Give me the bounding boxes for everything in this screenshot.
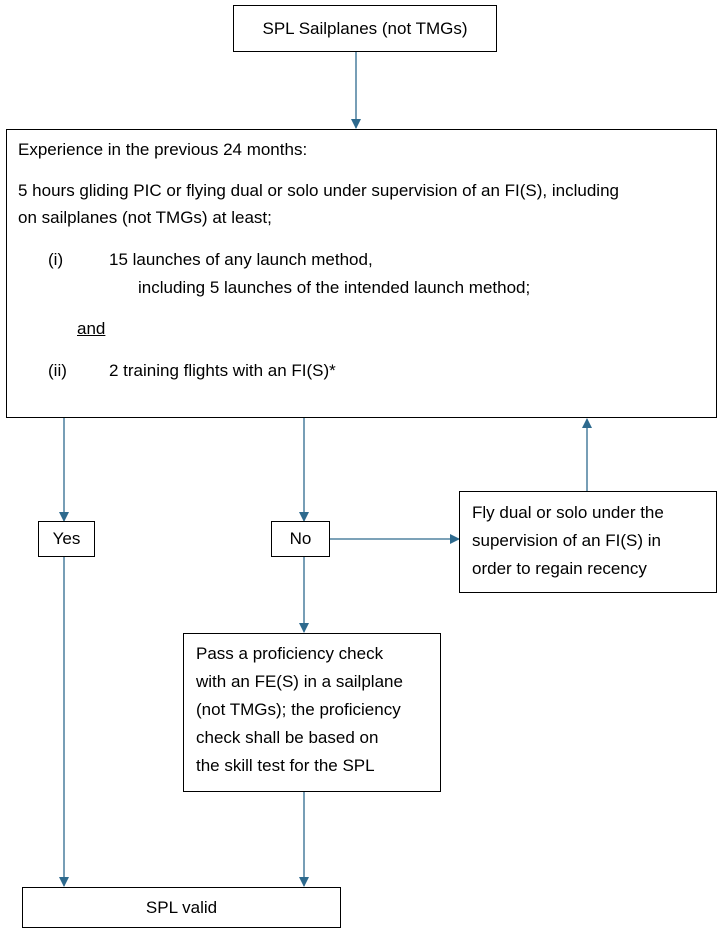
yes-box: Yes: [38, 521, 95, 557]
experience-line-1: 5 hours gliding PIC or flying dual or so…: [18, 181, 619, 200]
yes-label: Yes: [52, 529, 81, 548]
item-i-line-2: including 5 launches of the intended lau…: [138, 278, 531, 297]
experience-line-2: on sailplanes (not TMGs) at least;: [18, 208, 272, 227]
item-ii-marker: (ii): [48, 361, 67, 380]
experience-heading: Experience in the previous 24 months:: [18, 140, 308, 159]
fly-dual-line-3: order to regain recency: [472, 559, 647, 578]
experience-box: Experience in the previous 24 months: 5 …: [6, 129, 717, 418]
proficiency-line-3: (not TMGs); the proficiency: [196, 700, 401, 719]
item-i-marker: (i): [48, 250, 64, 269]
proficiency-line-4: check shall be based on: [196, 728, 379, 747]
proficiency-check-box: Pass a proficiency check with an FE(S) i…: [183, 633, 441, 792]
proficiency-line-2: with an FE(S) in a sailplane: [196, 672, 403, 691]
fly-dual-box: Fly dual or solo under the supervision o…: [459, 491, 717, 593]
spl-valid-box: SPL valid: [22, 887, 341, 928]
item-i-line-1: 15 launches of any launch method,: [109, 250, 373, 269]
proficiency-line-5: the skill test for the SPL: [196, 756, 375, 775]
fly-dual-line-2: supervision of an FI(S) in: [472, 531, 661, 550]
fly-dual-line-1: Fly dual or solo under the: [472, 503, 664, 522]
spl-sailplanes-label: SPL Sailplanes (not TMGs): [262, 18, 468, 38]
item-ii-text: 2 training flights with an FI(S)*: [109, 361, 336, 380]
no-label: No: [289, 529, 312, 548]
proficiency-line-1: Pass a proficiency check: [196, 644, 384, 663]
no-box: No: [271, 521, 330, 557]
spl-sailplanes-box: SPL Sailplanes (not TMGs): [233, 5, 497, 52]
and-text: and: [77, 319, 106, 338]
spl-valid-label: SPL valid: [145, 897, 218, 917]
